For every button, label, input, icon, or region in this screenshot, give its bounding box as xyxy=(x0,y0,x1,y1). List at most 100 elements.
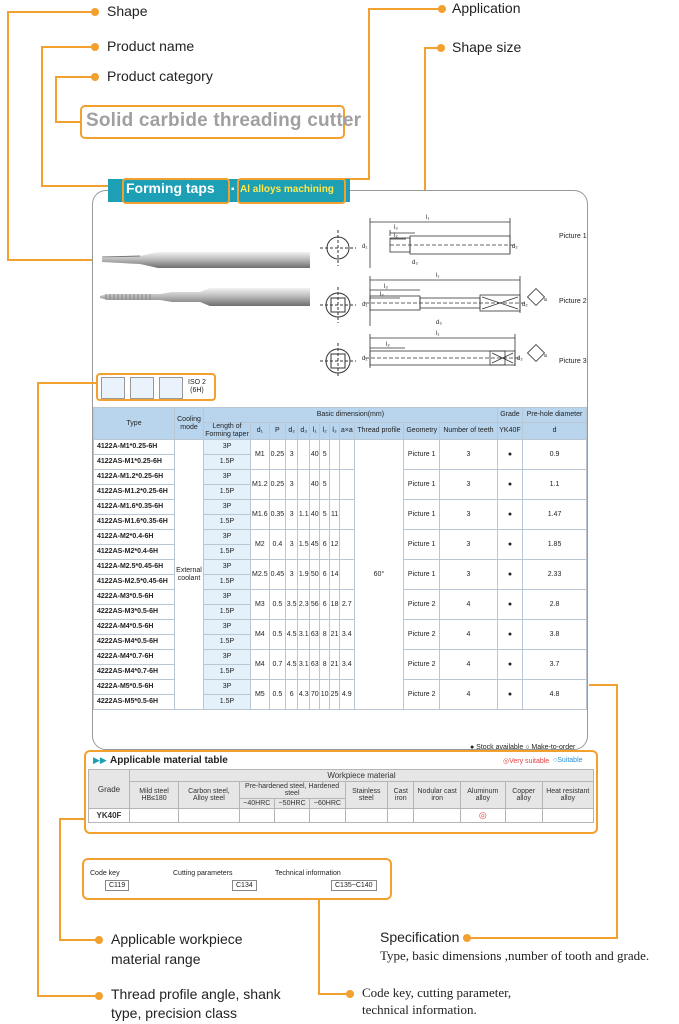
name-leader xyxy=(41,46,97,48)
l1-cell: 40 xyxy=(309,499,321,530)
type-cell: 4222A-M4*0.7-6H xyxy=(93,649,175,665)
mat-nodular: Nodular cast iron xyxy=(413,781,461,809)
codekey-dot xyxy=(346,990,354,998)
taper-cell: 3P xyxy=(203,469,251,485)
type-cell: 4222A-M4*0.5-6H xyxy=(93,619,175,635)
teeth-cell: 3 xyxy=(439,439,498,470)
grade-cell: ● xyxy=(496,499,524,530)
thread-angle-icon xyxy=(101,377,125,399)
picture-3-label: Picture 3 xyxy=(559,358,587,365)
d3-cell: 1.9 xyxy=(297,559,311,590)
l2-cell: 10 xyxy=(319,679,331,710)
taper-cell: 1.5P xyxy=(203,694,251,710)
material-title: Applicable material table xyxy=(110,755,228,766)
l1-cell: 40 xyxy=(309,469,321,500)
teeth-cell: 4 xyxy=(439,649,498,680)
mat-castiron: Cast iron xyxy=(387,781,415,809)
p-cell: 0.25 xyxy=(268,469,287,500)
spec-leader-h xyxy=(470,937,618,939)
material-box xyxy=(84,750,598,834)
axa-cell: 4.9 xyxy=(339,679,355,710)
l2-cell: 8 xyxy=(319,619,331,650)
mat-hrc60: ~60HRC xyxy=(309,798,346,809)
name-leader-v xyxy=(41,46,43,186)
d3-cell: 3.1 xyxy=(297,649,311,680)
l1-cell: 63 xyxy=(309,619,321,650)
product-category-label: Product category xyxy=(107,68,213,84)
specification-label: Specification xyxy=(380,929,460,945)
table-row: 4222AS-M3*0.5-6H 1.5P xyxy=(93,604,587,620)
geometry-cell: Picture 2 xyxy=(403,649,441,680)
teeth-cell: 3 xyxy=(439,559,498,590)
axa-cell xyxy=(339,559,355,590)
cat-leader-h xyxy=(55,121,81,123)
p-cell: 0.7 xyxy=(268,649,287,680)
dim-d1-1: d₁ xyxy=(362,244,367,250)
th-thread: Thread profile xyxy=(353,422,405,440)
taper-cell: 1.5P xyxy=(203,604,251,620)
grade-cell: ● xyxy=(496,439,524,470)
type-cell: 4222AS-M4*0.5-6H xyxy=(93,634,175,650)
product-name-label: Product name xyxy=(107,38,195,54)
d3-cell xyxy=(297,439,311,470)
teeth-cell: 4 xyxy=(439,589,498,620)
workpiece-leader-top xyxy=(59,818,85,820)
pre-cell: 2.33 xyxy=(522,559,587,590)
p-cell: 0.5 xyxy=(268,619,287,650)
p-cell: 0.35 xyxy=(268,499,287,530)
l3-cell: 14 xyxy=(329,559,341,590)
d3-cell: 1.1 xyxy=(297,499,311,530)
workpiece-label-2: material range xyxy=(111,951,201,967)
pre-cell: 3.8 xyxy=(522,619,587,650)
p-cell: 0.5 xyxy=(268,679,287,710)
axa-cell xyxy=(339,529,355,560)
legend-very: ◎Very suitable xyxy=(503,758,550,765)
dim-l3-1: l₃ xyxy=(394,225,398,231)
shape-leader-h xyxy=(7,259,99,261)
l3-cell: 21 xyxy=(329,649,341,680)
th-grade: Grade xyxy=(496,407,524,423)
dim-d1-3: d₁ xyxy=(362,356,367,362)
l2-cell: 5 xyxy=(319,439,331,470)
thread-dot xyxy=(95,992,103,1000)
axa-cell xyxy=(339,499,355,530)
l1-cell: 56 xyxy=(309,589,321,620)
mat-aluminum-mark: ◎ xyxy=(459,808,506,823)
l1-cell: 45 xyxy=(309,529,321,560)
mat-carbon: Carbon steel, Alloy steel xyxy=(178,781,240,809)
stock-legend: ● Stock available ○ Make-to-order xyxy=(470,744,576,751)
mat-workpiece-h: Workpiece material xyxy=(129,769,594,782)
shape-leader-v xyxy=(7,11,9,261)
application-box xyxy=(237,178,346,204)
pre-cell: 1.47 xyxy=(522,499,587,530)
d2-cell: 4.5 xyxy=(285,649,299,680)
taper-cell: 1.5P xyxy=(203,634,251,650)
l3-cell: 12 xyxy=(329,529,341,560)
workpiece-leader-h xyxy=(59,939,97,941)
d2-cell: 3 xyxy=(285,559,299,590)
product-name: Forming taps xyxy=(126,180,215,196)
th-l1: l₁ xyxy=(309,422,321,440)
dim-d1-2: d₁ xyxy=(362,302,367,308)
type-cell: 4122A-M1.2*0.25-6H xyxy=(93,469,175,485)
taper-cell: 3P xyxy=(203,499,251,515)
th-taper: Length of Forming taper xyxy=(203,422,251,440)
svg-text:a: a xyxy=(544,353,547,359)
type-cell: 4222AS-M3*0.5-6H xyxy=(93,604,175,620)
l3-cell: 25 xyxy=(329,679,341,710)
l2-cell: 5 xyxy=(319,469,331,500)
p-cell: 0.4 xyxy=(268,529,287,560)
teeth-cell: 3 xyxy=(439,529,498,560)
iso-class: ISO 2 (6H) xyxy=(188,379,206,394)
dim-d3-1: d₃ xyxy=(412,260,418,266)
codekey-label-1: Code key, cutting parameter, xyxy=(362,985,512,1000)
icon-row-box xyxy=(96,373,216,401)
app-dot xyxy=(438,5,446,13)
svg-text:a: a xyxy=(544,297,547,303)
pre-cell: 4.8 xyxy=(522,679,587,710)
shape-label: Shape xyxy=(107,3,148,19)
